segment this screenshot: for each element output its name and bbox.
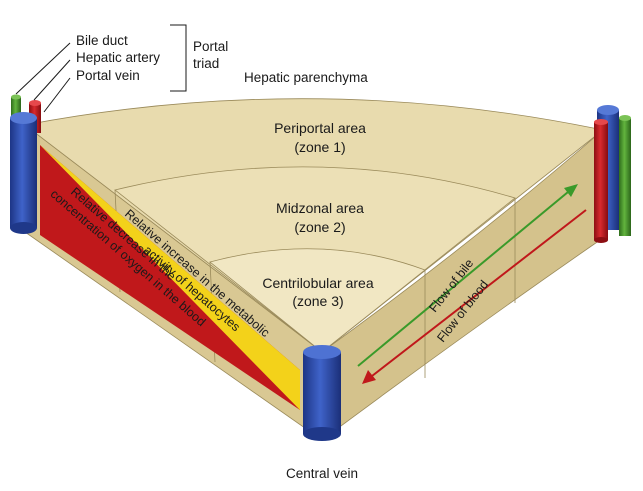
legend-leader-lines: [15, 24, 187, 113]
portal-triad-label-line1: Portal: [193, 39, 228, 54]
flow-of-blood-arrow: [362, 209, 587, 384]
bile-duct-label: Bile duct: [76, 33, 128, 48]
left-portal-triad: [10, 94, 41, 234]
midzonal-title: Midzonal area: [276, 200, 364, 216]
centrilobular-zone: (zone 3): [292, 293, 343, 309]
zone3-top-face: [209, 248, 426, 353]
central-vein: [303, 345, 341, 441]
metabolic-gradient-band: [40, 145, 300, 410]
periportal-title: Periportal area: [274, 120, 366, 136]
hepatic-parenchyma-label: Hepatic parenchyma: [244, 70, 368, 85]
centrilobular-title: Centrilobular area: [262, 275, 373, 291]
periportal-zone: (zone 1): [294, 139, 345, 155]
midzonal-zone: (zone 2): [294, 219, 345, 235]
hepatic-artery-label: Hepatic artery: [76, 50, 160, 65]
central-vein-label: Central vein: [286, 466, 358, 481]
portal-triad-label-line2: triad: [193, 56, 219, 71]
right-portal-triad: [594, 105, 631, 243]
flow-of-bile-arrow: [357, 184, 578, 367]
portal-vein-label: Portal vein: [76, 68, 140, 83]
